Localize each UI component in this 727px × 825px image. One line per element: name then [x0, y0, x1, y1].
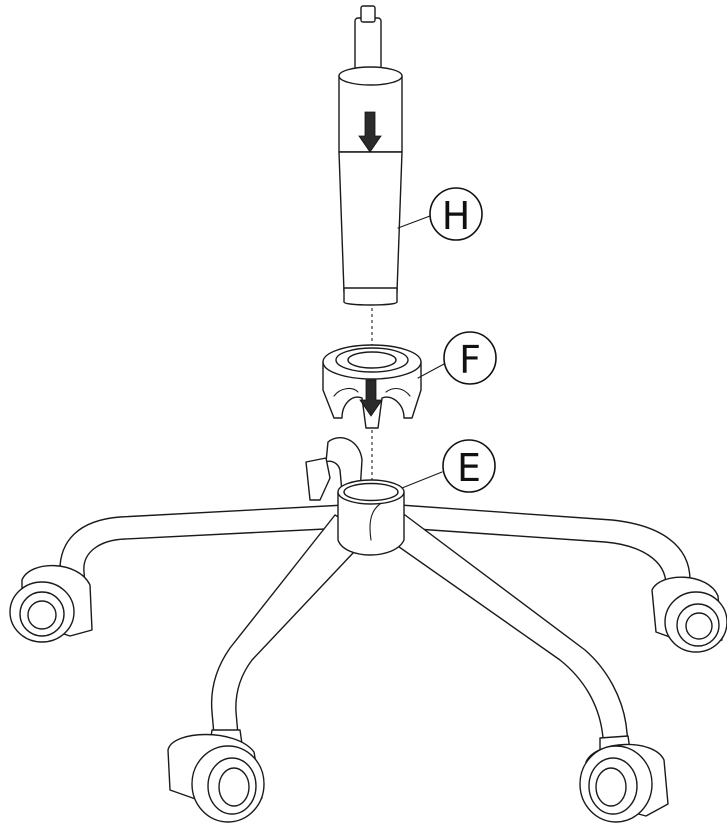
caster-front-left-cap — [218, 767, 250, 807]
callout-e: E — [401, 439, 496, 493]
gas-lift-top-cap — [338, 66, 403, 86]
callout-f-circle — [443, 331, 497, 385]
callout-f-label: F — [459, 338, 481, 382]
caster-front-left — [167, 729, 265, 823]
callout-e-label: E — [457, 446, 481, 490]
caster-left-cap — [27, 600, 57, 630]
caster-left — [9, 564, 93, 643]
callout-e-circle — [442, 439, 496, 493]
caster-front-right-cap — [595, 767, 627, 807]
cover-slot-left — [333, 387, 359, 397]
base-hub — [337, 491, 405, 556]
callout-h-circle — [429, 187, 483, 241]
base-leg-front-right — [374, 514, 629, 746]
callout-f: F — [417, 331, 497, 385]
caster-right-cap — [685, 612, 713, 640]
hub-rear-flange — [305, 457, 331, 501]
hub-socket — [343, 482, 399, 502]
insert-arrow-upper — [358, 111, 382, 153]
gas-lift-rod — [354, 17, 382, 71]
callout-f-leader — [417, 363, 445, 379]
gas-lift-body — [338, 151, 403, 293]
callout-h-label: H — [442, 194, 471, 238]
callout-e-leader — [401, 471, 443, 489]
cover-slot-right — [385, 387, 411, 397]
hub-seam — [369, 503, 381, 541]
gas-lift-pin — [360, 5, 376, 23]
gas-lift-cylinder — [338, 5, 403, 306]
callout-h-leader — [397, 215, 431, 229]
caster-right — [651, 576, 727, 653]
caster-front-right — [579, 735, 669, 823]
cover-opening — [347, 351, 397, 369]
gas-lift-foot — [343, 287, 398, 306]
insert-arrow-lower — [359, 379, 383, 417]
five-star-base — [9, 437, 727, 823]
callout-h: H — [397, 187, 483, 241]
